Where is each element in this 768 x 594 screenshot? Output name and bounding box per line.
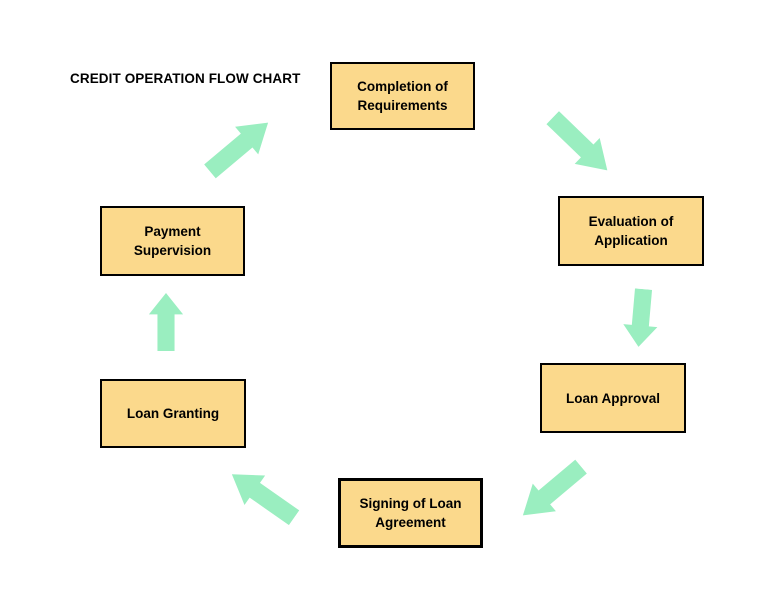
arrow-icon-completion-to-evaluation: [546, 111, 608, 171]
arrow-icon-signing-to-loan-granting: [231, 474, 300, 526]
node-signing-of-loan-agreement: Signing of Loan Agreement: [338, 478, 483, 548]
node-evaluation-of-application: Evaluation of Application: [558, 196, 704, 266]
node-payment-supervision: Payment Supervision: [100, 206, 245, 276]
node-label: Completion of Requirements: [357, 79, 448, 113]
chart-title: CREDIT OPERATION FLOW CHART: [70, 71, 301, 86]
node-loan-approval: Loan Approval: [540, 363, 686, 433]
node-label: Signing of Loan Agreement: [359, 496, 462, 530]
node-loan-granting: Loan Granting: [100, 379, 246, 448]
arrow-icon-loan-granting-to-payment-supervision: [148, 293, 184, 351]
node-label: Loan Approval: [565, 390, 660, 406]
arrow-icon-loan-approval-to-signing: [522, 459, 587, 516]
arrow-icon-evaluation-to-loan-approval: [623, 288, 658, 347]
arrow-icon-payment-supervision-to-completion: [204, 122, 269, 179]
node-label: Payment Supervision: [133, 224, 212, 258]
node-label: Evaluation of Application: [588, 214, 674, 248]
node-label: Loan Granting: [126, 406, 220, 421]
node-completion-of-requirements: Completion of Requirements: [330, 62, 475, 130]
